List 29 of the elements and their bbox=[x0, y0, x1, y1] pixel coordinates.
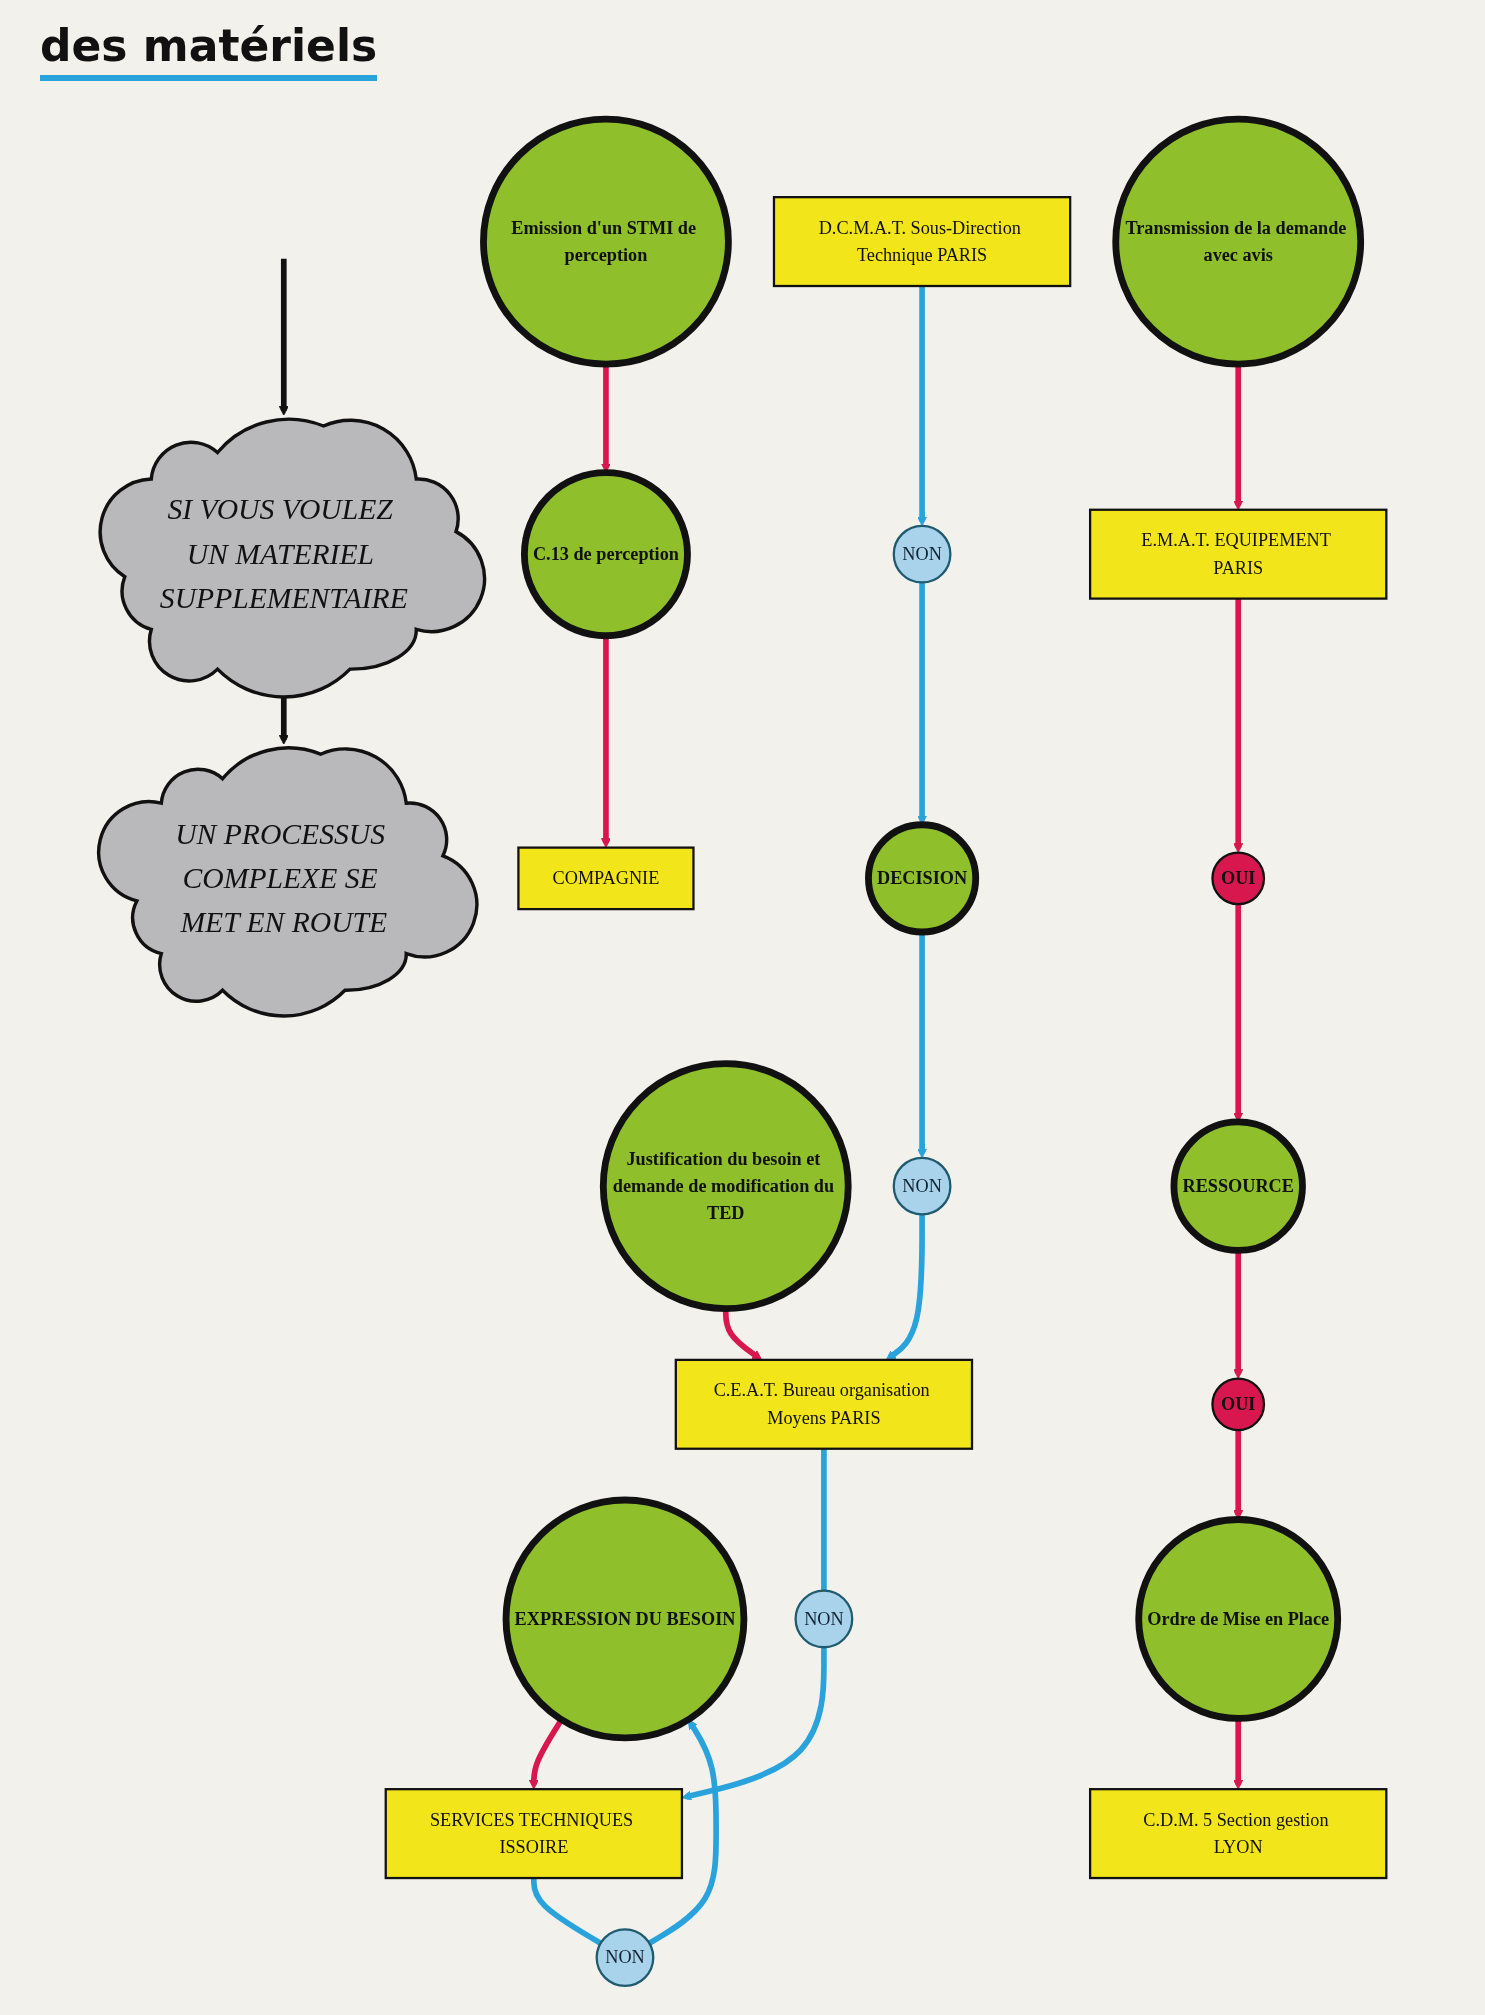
node-circle: C.13 de perception bbox=[521, 469, 691, 640]
node-circle: RESSOURCE bbox=[1170, 1118, 1306, 1254]
node-box: COMPAGNIE bbox=[517, 846, 695, 911]
connector bbox=[821, 1448, 827, 1591]
connector bbox=[531, 1878, 603, 1946]
node-box: E.M.A.T. EQUIPEMENT PARIS bbox=[1088, 508, 1388, 600]
node-circle: Justification du besoin et demande de modification du TED bbox=[599, 1060, 852, 1313]
arrow bbox=[917, 286, 928, 527]
arrow bbox=[528, 1718, 564, 1790]
arrow bbox=[885, 1214, 925, 1361]
node-circle: NON bbox=[794, 1589, 854, 1649]
node-circle: Transmission de la demande avec avis bbox=[1112, 115, 1365, 368]
node-circle: NON bbox=[892, 1156, 952, 1216]
node-circle: NON bbox=[892, 524, 952, 584]
node-box: C.E.A.T. Bureau organisation Moyens PARIS bbox=[674, 1358, 974, 1450]
arrow bbox=[681, 1647, 827, 1801]
node-circle: NON bbox=[595, 1928, 655, 1988]
node-circle: Emission d'un STMI de perception bbox=[480, 115, 732, 368]
node-circle: DECISION bbox=[865, 821, 980, 936]
node-circle: EXPRESSION DU BESOIN bbox=[502, 1496, 748, 1742]
arrow bbox=[278, 258, 289, 416]
node-box: SERVICES TECHNIQUES ISSOIRE bbox=[384, 1788, 684, 1880]
node-circle: OUI bbox=[1211, 851, 1266, 906]
node-box: D.C.M.A.T. Sous-Direction Technique PARIS bbox=[772, 196, 1072, 288]
arrow bbox=[647, 1719, 719, 1946]
node-box: C.D.M. 5 Section gestion LYON bbox=[1088, 1788, 1388, 1880]
page-heading: des matériels bbox=[40, 20, 378, 81]
node-circle: Ordre de Mise en Place bbox=[1135, 1516, 1342, 1722]
node-circle: OUI bbox=[1211, 1377, 1266, 1432]
